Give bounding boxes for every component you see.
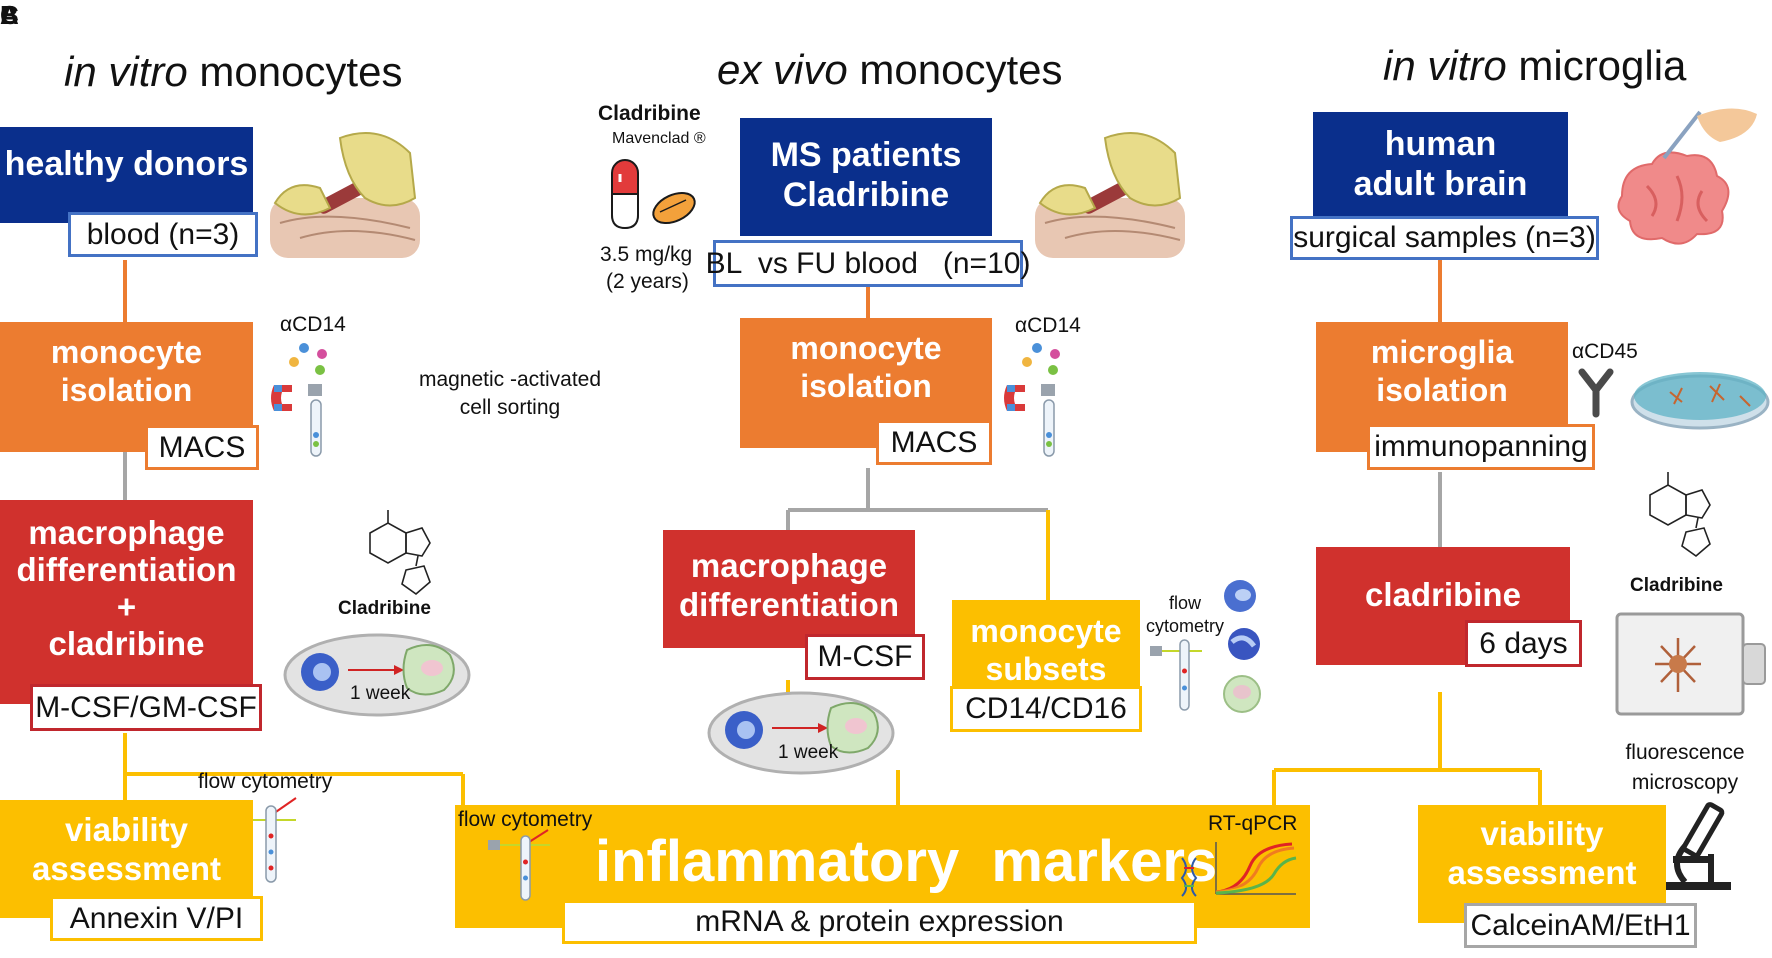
flow-cytometry-icon [1150,639,1202,711]
panel-a-treatment-line-2: differentiation [16,551,237,589]
panel-c-method-label: fluorescence microscopy [1625,741,1745,795]
magnet-sorting-icon [271,343,327,457]
panel-c-isolation-tag: immunopanning [1367,424,1595,470]
panel-a-source-label: healthy donors [4,144,249,183]
panel-b-treatment-line-2: differentiation [679,586,899,623]
panel-letter-b: B [0,0,19,30]
panel-b-duration: 1 week [778,742,839,763]
cladribine-molecule-icon [1649,472,1711,558]
pill-capsule-icon [611,159,696,230]
shared-method-right: RT-qPCR [1208,812,1298,835]
panel-c-title-rest: microglia [1518,42,1687,89]
culture-flask-icon [1615,612,1766,716]
panel-a-antibody-label: αCD14 [280,313,346,336]
panel-b-isolation-tag: MACS [876,420,992,465]
panel-b-subsets-tag: CD14/CD16 [950,686,1142,732]
panel-b-title: ex vivo monocytes [717,46,1062,94]
panel-c-treatment-tag: 6 days [1465,620,1582,667]
panel-b-treatment-line-1: macrophage [690,547,888,585]
panel-b-drug-brand: Mavenclad ® [612,130,706,147]
panel-a-isolation-tag: MACS [145,425,259,470]
panel-a-macs-note: magnetic -activated cell sorting [418,368,602,420]
magnet-sorting-icon [1004,343,1060,457]
petri-dish-differentiation-icon [707,691,895,775]
panel-c-readout-label: viability assessment [1447,815,1637,891]
panel-b-subsets-label: monocyte subsets [970,613,1122,687]
panel-a-title-italic: in vitro [64,48,188,95]
shared-readout-label: inflammatory markers [595,829,1218,894]
panel-a-method-label: flow cytometry [198,770,333,793]
flow-cytometry-icon [488,829,550,901]
panel-b-drug-name: Cladribine [598,102,701,125]
panel-a-readout-label: viability assessment [32,811,221,887]
panel-c-readout-tag: CalceinAM/EtH1 [1464,903,1697,948]
panel-c-isolation-label: microglia isolation [1370,334,1514,408]
blood-draw-illustration-icon [1035,132,1185,258]
panel-c-antibody-label: αCD45 [1572,340,1638,363]
culture-dish-icon [1630,372,1770,430]
panel-b-source-tag: BL vs FU blood (n=10) [706,240,1030,287]
brain-scalpel-icon [1617,108,1757,245]
panel-a-treatment-box: macrophage differentiation + cladribine [0,500,253,704]
shared-method-left: flow cytometry [458,808,593,831]
panel-b-source-box: MS patients Cladribine [740,118,992,236]
panel-c-treatment-label: cladribine [1365,575,1521,613]
panel-a-source-tag: blood (n=3) [68,212,258,257]
antibody-icon [1578,368,1614,418]
panel-a-source-box: healthy donors [0,127,253,223]
panel-a-drug-label: Cladribine [338,598,431,619]
microscope-icon [1665,802,1731,890]
shared-readout-tag: mRNA & protein expression [562,900,1197,944]
panel-a-duration: 1 week [350,683,411,704]
cell-subset-icon [1223,580,1261,713]
panel-a-treatment-line-4: cladribine [48,624,205,662]
panel-a-isolation-box: monocyte isolation [0,322,253,452]
qpcr-curves-icon [1180,842,1297,897]
blood-draw-illustration-icon [270,132,420,258]
panel-c-title-italic: in vitro [1383,42,1507,89]
panel-a-isolation-label: monocyte isolation [50,334,203,408]
panel-b-dose: 3.5 mg/kg [600,243,693,266]
panel-c-drug-label: Cladribine [1630,575,1723,596]
panel-c-title: in vitro microglia [1383,42,1686,90]
petri-dish-differentiation-icon [283,633,471,717]
panel-b-subsets-method: flow cytometry [1145,593,1224,637]
panel-b-source-line-1: MS patients [770,135,962,174]
panel-b-treatment-box: macrophage differentiation [663,530,915,648]
panel-a-treatment-line-1: macrophage [28,514,225,552]
panel-c-readout-box: viability assessment [1418,805,1666,923]
panel-a-treatment-tag: M-CSF/GM-CSF [30,684,262,731]
panel-a-readout-tag: Annexin V/PI [50,896,263,941]
panel-c-source-box: human adult brain [1313,112,1568,220]
panel-b-dose-period: (2 years) [606,270,689,293]
panel-b-antibody-label: αCD14 [1015,314,1081,337]
panel-a-title-rest: monocytes [199,48,403,95]
panel-c-source-tag: surgical samples (n=3) [1290,216,1599,260]
panel-b-title-rest: monocytes [859,46,1063,93]
panel-letter-c: C [0,0,19,30]
panel-a-treatment-line-3: + [116,588,137,625]
panel-b-treatment-tag: M-CSF [805,634,925,680]
panel-b-isolation-label: monocyte isolation [790,330,942,404]
panel-letter-a: A [0,0,19,30]
cladribine-molecule-icon [369,510,431,596]
panel-c-source-label: human adult brain [1353,124,1528,203]
panel-b-title-italic: ex vivo [717,46,848,93]
panel-a-title: in vitro monocytes [64,48,402,96]
panel-b-source-line-2: Cladribine [782,176,950,214]
